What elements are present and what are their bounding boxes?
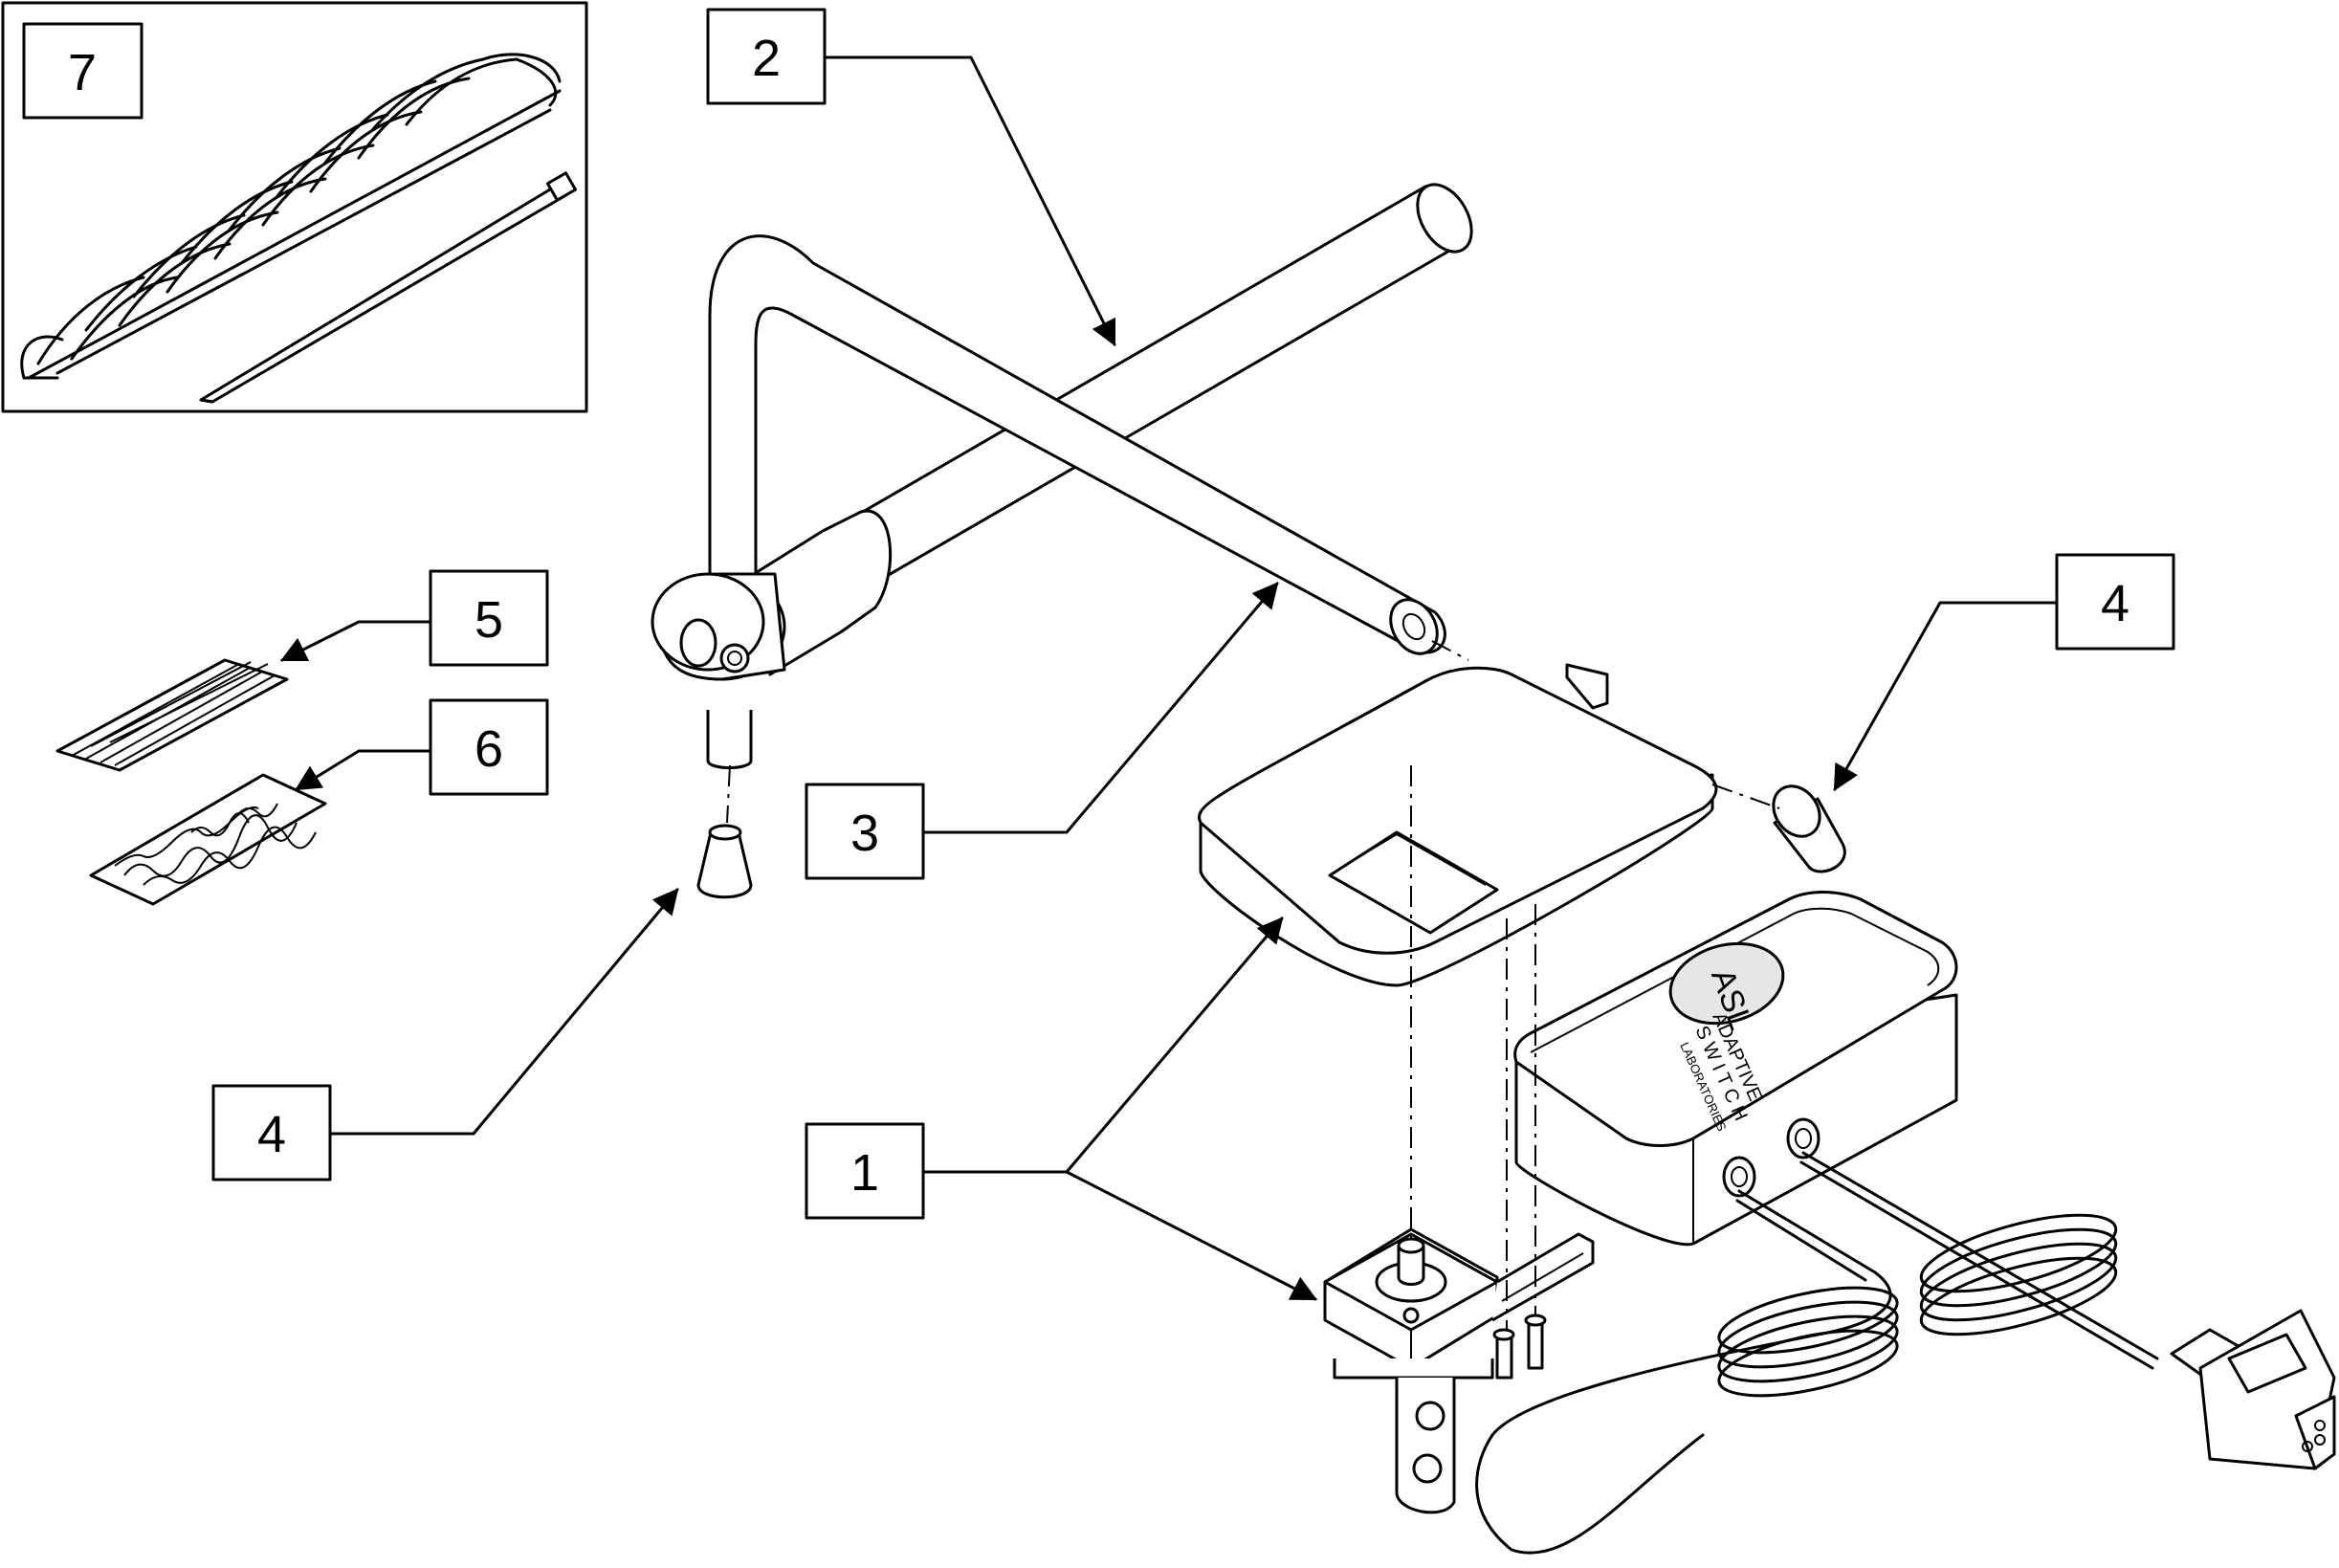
cable-coil-left bbox=[1717, 1286, 1899, 1398]
callout-2: 2 bbox=[706, 8, 827, 105]
velcro-hook-strip bbox=[55, 658, 289, 772]
callout-3-label: 3 bbox=[850, 805, 879, 862]
rubber-tip-left bbox=[696, 824, 753, 899]
callout-4-left: 4 bbox=[211, 1084, 332, 1182]
callout-5: 5 bbox=[429, 569, 549, 667]
rubber-tip-right bbox=[1772, 784, 1846, 873]
callout-4-right-label: 4 bbox=[2101, 575, 2129, 632]
switch-module: ASL ADAPTIVE S W I T C H LABORATORIES bbox=[1513, 891, 1958, 1247]
part-3-arm bbox=[708, 234, 1446, 655]
callout-1-label: 1 bbox=[850, 1144, 879, 1202]
kit-7-inset bbox=[1, 1, 588, 413]
callout-5-label: 5 bbox=[474, 591, 503, 649]
tray-plate bbox=[1198, 663, 1718, 987]
callout-2-label: 2 bbox=[752, 30, 781, 87]
callout-3: 3 bbox=[805, 783, 925, 880]
clamp-bracket bbox=[1323, 1227, 1595, 1514]
db9-connector bbox=[2170, 1309, 2336, 1470]
cable-coil-right bbox=[1919, 1213, 2118, 1336]
callout-4-left-label: 4 bbox=[257, 1106, 286, 1163]
callout-4-right: 4 bbox=[2055, 553, 2175, 651]
assembly-centerlines bbox=[726, 640, 1780, 1330]
screws bbox=[1492, 1314, 1547, 1380]
callout-7: 7 bbox=[22, 22, 143, 120]
part-2-mounting-tube bbox=[811, 183, 1473, 609]
callout-1: 1 bbox=[805, 1122, 925, 1220]
callout-6: 6 bbox=[429, 698, 549, 796]
leader-lines bbox=[279, 55, 2059, 1301]
cable-tie bbox=[199, 171, 578, 404]
spiral-cable-wrap bbox=[20, 53, 562, 380]
module-cables bbox=[1475, 1151, 2336, 1555]
callout-6-label: 6 bbox=[474, 720, 503, 778]
clamp-hub bbox=[651, 509, 893, 769]
callout-7-label: 7 bbox=[68, 44, 97, 101]
velcro-loop-strip bbox=[89, 773, 327, 906]
